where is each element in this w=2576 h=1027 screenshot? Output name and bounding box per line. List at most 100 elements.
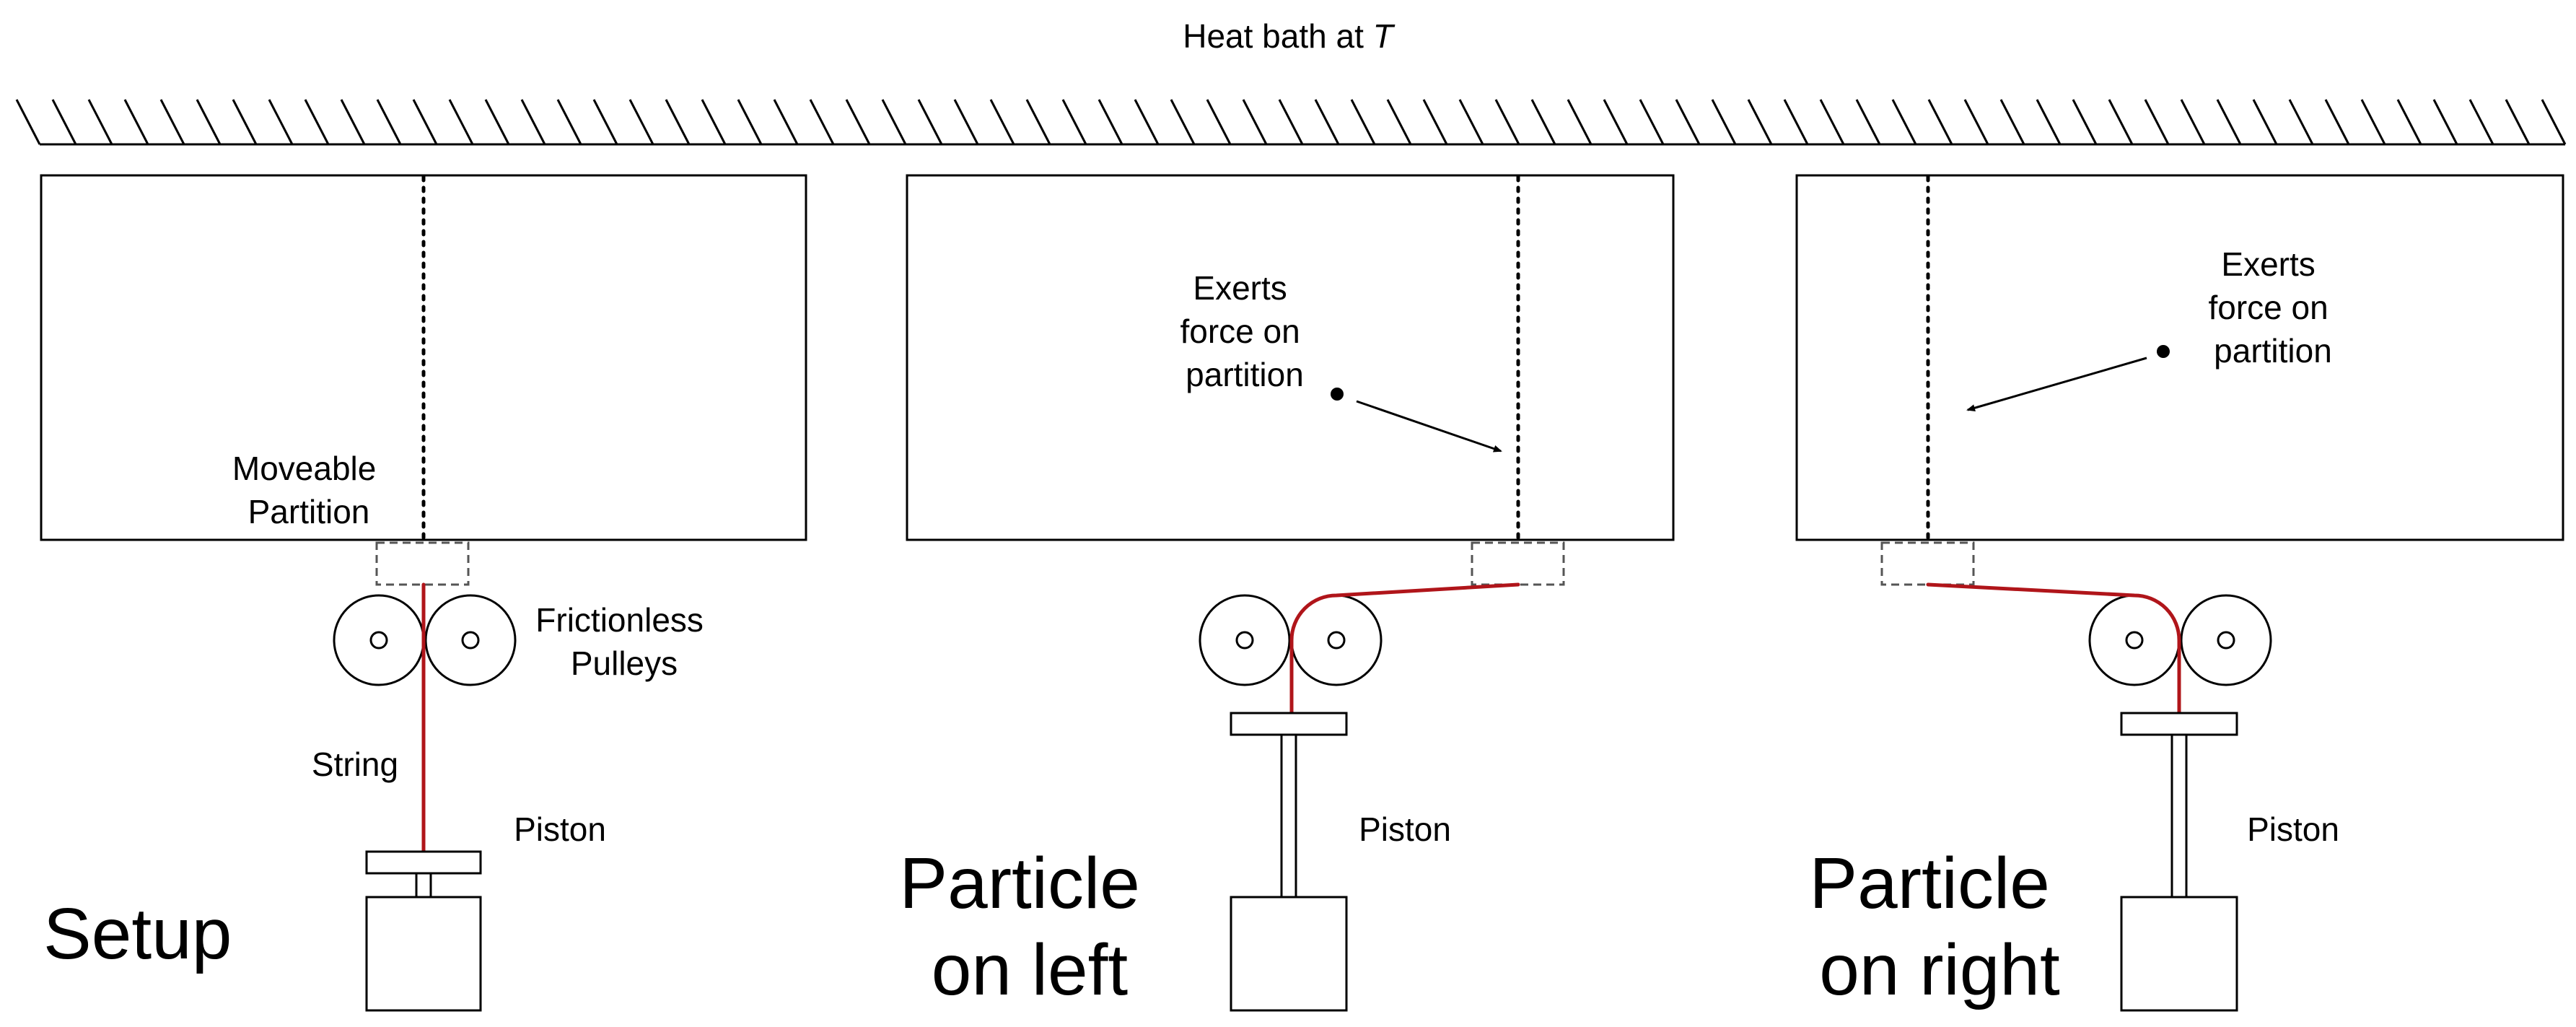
- hatch-mark: [1963, 99, 1989, 145]
- heat-bath-label: Heat bath at T: [1183, 17, 1395, 55]
- hatch-mark: [1206, 99, 1232, 145]
- partition-label: Moveable Partition: [232, 450, 385, 530]
- panel-particle-on-left: Exerts force on partition Piston Particl…: [899, 174, 1675, 1012]
- hatch-mark: [2036, 99, 2062, 145]
- hatch-mark: [809, 99, 835, 145]
- hatch-mark: [1494, 99, 1520, 145]
- hatch-mark: [412, 99, 438, 145]
- hatch-mark: [196, 99, 222, 145]
- partition-slider: [1880, 541, 1975, 586]
- hatch-mark: [1675, 99, 1701, 145]
- hatch-mark: [268, 99, 294, 145]
- partition-slider: [1471, 541, 1565, 586]
- piston: [2120, 712, 2238, 1012]
- force-arrow: [1356, 400, 1502, 453]
- hatch-mark: [701, 99, 727, 145]
- hatch-mark: [1098, 99, 1123, 145]
- hatch-mark: [1999, 99, 2025, 145]
- hatch-mark: [2360, 99, 2386, 145]
- hatch-mark: [628, 99, 654, 145]
- hatch-mark: [1747, 99, 1773, 145]
- hatch-mark: [845, 99, 871, 145]
- piston-cylinder: [1230, 896, 1348, 1012]
- piston: [365, 850, 482, 1012]
- hatch-mark: [232, 99, 258, 145]
- hatch-mark: [881, 99, 907, 145]
- container-box: [906, 174, 1675, 541]
- hatch-mark: [123, 99, 149, 145]
- hatch-mark: [2144, 99, 2170, 145]
- pulley-axle-icon: [2217, 631, 2235, 650]
- piston-label: Piston: [514, 810, 606, 848]
- hatch-mark: [448, 99, 474, 145]
- hatch-mark: [51, 99, 77, 145]
- hatch-mark: [1170, 99, 1196, 145]
- string: [1289, 582, 1520, 715]
- container-box: [1795, 174, 2564, 541]
- heat-bath-wall: [15, 99, 2567, 146]
- hatch-mark: [1025, 99, 1051, 145]
- hatch-mark: [376, 99, 402, 145]
- pulley-axle-icon: [369, 631, 388, 650]
- hatch-mark: [340, 99, 366, 145]
- force-label: Exerts force on partition: [1180, 269, 1310, 393]
- piston: [1230, 712, 1348, 1012]
- pulley-label: Frictionless Pulleys: [535, 601, 712, 682]
- hatch-mark: [2505, 99, 2531, 145]
- hatch-mark: [917, 99, 943, 145]
- hatch-mark: [953, 99, 979, 145]
- hatch-mark: [1386, 99, 1412, 145]
- hatch-mark: [665, 99, 691, 145]
- pulley-axle-icon: [461, 631, 480, 650]
- piston-head: [1230, 712, 1348, 736]
- hatch-mark: [2180, 99, 2206, 145]
- hatch-mark: [1855, 99, 1881, 145]
- hatch-mark: [1783, 99, 1809, 145]
- hatch-mark: [159, 99, 185, 145]
- hatch-mark: [989, 99, 1015, 145]
- hatch-mark: [1350, 99, 1376, 145]
- hatch-mark: [2324, 99, 2350, 145]
- hatch-mark: [773, 99, 799, 145]
- heat-bath-hatching: [15, 99, 2567, 145]
- hatch-mark: [1891, 99, 1917, 145]
- hatch-mark: [2072, 99, 2098, 145]
- hatch-mark: [592, 99, 618, 145]
- hatch-mark: [737, 99, 763, 145]
- hatch-mark: [2541, 99, 2567, 145]
- panel-particle-on-right: Exerts force on partition Piston Particl…: [1795, 174, 2564, 1012]
- force-arrow: [1966, 357, 2147, 412]
- panel-caption: Setup: [43, 893, 232, 974]
- hatch-mark: [520, 99, 546, 145]
- string-label: String: [312, 746, 398, 783]
- string: [1926, 582, 2181, 715]
- hatch-mark: [2288, 99, 2314, 145]
- hatch-mark: [1134, 99, 1160, 145]
- pulley-axle-icon: [1327, 631, 1346, 650]
- hatch-mark: [1639, 99, 1665, 145]
- partition-slider: [375, 541, 470, 586]
- hatch-mark: [1603, 99, 1629, 145]
- hatch-mark: [1061, 99, 1087, 145]
- hatch-mark: [556, 99, 582, 145]
- hatch-mark: [304, 99, 330, 145]
- hatch-mark: [1927, 99, 1953, 145]
- panel-setup: Moveable Partition Frictionless Pulleys …: [40, 174, 807, 1012]
- hatch-mark: [1530, 99, 1556, 145]
- piston-cylinder: [365, 896, 482, 1012]
- hatch-mark: [1242, 99, 1268, 145]
- particle: [1331, 388, 1344, 401]
- hatch-mark: [1314, 99, 1340, 145]
- hatch-mark: [87, 99, 113, 145]
- hatch-mark: [1458, 99, 1484, 145]
- piston-cylinder: [2120, 896, 2238, 1012]
- hatch-mark: [1278, 99, 1304, 145]
- hatch-mark: [2216, 99, 2242, 145]
- hatch-mark: [1711, 99, 1737, 145]
- piston-head: [365, 850, 482, 875]
- hatch-mark: [484, 99, 510, 145]
- hatch-mark: [1567, 99, 1593, 145]
- piston-head: [2120, 712, 2238, 736]
